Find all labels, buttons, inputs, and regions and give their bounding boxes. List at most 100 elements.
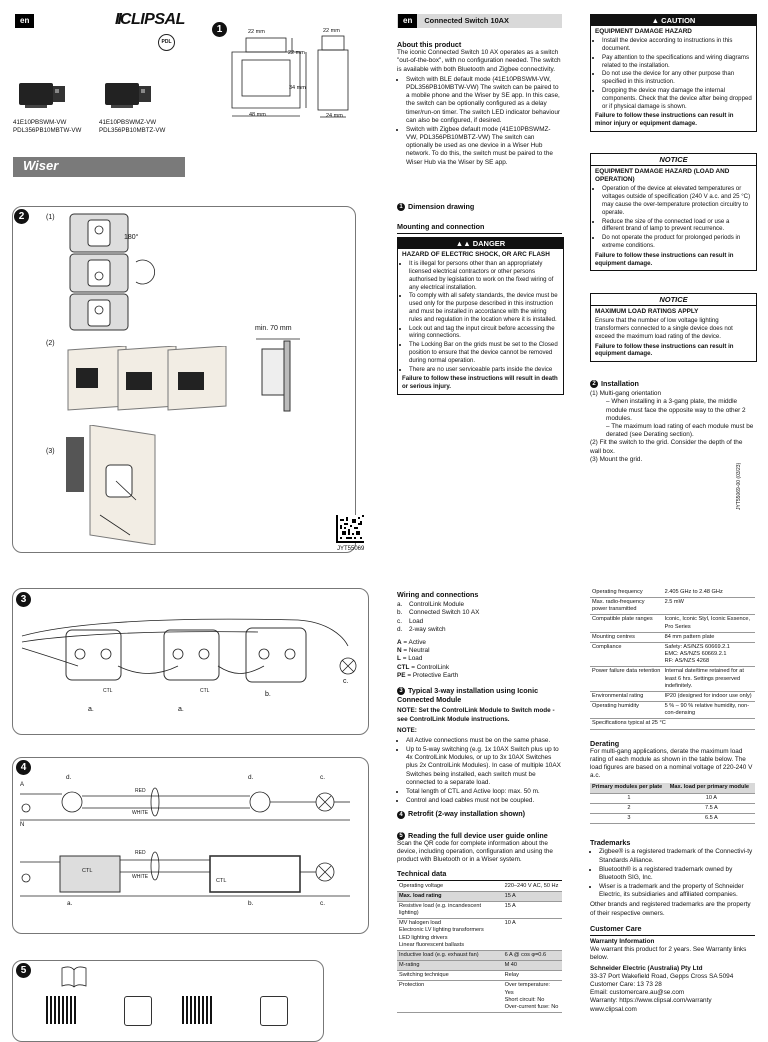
figure-1-number: 1: [212, 22, 227, 37]
rotation-label: 180°: [124, 234, 139, 241]
model-codes-zigbee: 41E10PBSWMZ-VW PDL356PB10MBTZ-VW: [99, 119, 166, 135]
fig4-red-bottom: RED: [135, 850, 146, 856]
caution-item: Do not use the device for any other purp…: [602, 70, 752, 86]
note-item: Control and load cables must not be coup…: [406, 797, 562, 805]
wiring-item: b.Connected Switch 10 AX: [397, 609, 480, 617]
min-depth-label: min. 70 mm: [255, 325, 292, 332]
notice-box-ratings: NOTICE MAXIMUM LOAD RATINGS APPLY Ensure…: [590, 293, 757, 363]
guide-text: Scan the QR code for complete informatio…: [397, 839, 553, 864]
phone-icon-2: [260, 996, 288, 1026]
fig4-d-top-right: d.: [248, 774, 254, 781]
fig4-ctl-1: CTL: [82, 868, 93, 874]
customer-care-email[interactable]: Email: customercare.au@se.com: [590, 989, 685, 997]
dim-height-body: 34 mm: [289, 85, 306, 91]
caution-item: Install the device according to instruct…: [602, 37, 752, 53]
wiring-item: d.2-way switch: [397, 625, 446, 633]
typical-note: NOTE: Set the ControlLink Module to Swit…: [397, 707, 555, 723]
about-item-ble: Switch with BLE default mode (41E10PBSWM…: [406, 76, 562, 125]
fit-switch-drawing: [66, 345, 236, 412]
wall-box-depth-drawing: [250, 335, 320, 413]
fig4-c-top: c.: [320, 774, 325, 781]
danger-box: ▲▲ DANGER HAZARD OF ELECTRIC SHOCK, OR A…: [397, 237, 564, 395]
notice-failure-1: Failure to follow these instructions can…: [595, 251, 734, 267]
figure-4-panel: [12, 757, 369, 934]
company-name: Schneider Electric (Australia) Pty Ltd: [590, 964, 703, 972]
table-row: Specifications typical at 25 °C: [590, 718, 755, 730]
figure-5-number: 5: [16, 963, 31, 978]
caution-failure: Failure to follow these instructions can…: [595, 112, 734, 128]
brand-name: CLIPSAL: [119, 11, 185, 28]
notice-failure-2: Failure to follow these instructions can…: [595, 342, 734, 358]
fig4-b: b.: [248, 900, 254, 907]
danger-failure: Failure to follow these instructions wil…: [402, 375, 558, 391]
legend-item: PE = Protective Earth: [397, 671, 459, 679]
fig3-label-a2: a.: [178, 706, 184, 713]
model-codes-ble: 41E10PBSWM-VW PDL356PB10MBTW-VW: [13, 119, 82, 135]
fig3-label-b: b.: [265, 691, 271, 698]
about-item-zigbee: Switch with Zigbee default mode (41E10PB…: [406, 126, 562, 167]
clipsal-logo: IICLIPSAL: [115, 11, 185, 28]
warranty-heading: Warranty Information: [590, 938, 655, 946]
fig4-c-bottom: c.: [320, 900, 325, 907]
qr-code-zigbee: [182, 996, 212, 1024]
notice-item: Reduce the size of the connected load or…: [602, 218, 752, 234]
section-1-number: 1: [397, 203, 405, 212]
section-4-number: 4: [397, 810, 405, 819]
fig4-red-top: RED: [135, 788, 146, 794]
trademarks-text: Other brands and registered trademarks a…: [590, 901, 751, 917]
wiring-item: a.ControlLink Module: [397, 601, 465, 609]
product-image-ble: [17, 78, 67, 110]
title-lang: en: [398, 14, 418, 28]
fig2-sub-2: (2): [46, 340, 55, 347]
install-step-1a: – When installing in a 3-gang plate, the…: [606, 398, 746, 422]
fig4-a: a.: [67, 900, 73, 907]
derating-text: For multi-gang applications, derate the …: [590, 747, 753, 780]
fig3-label-a1: a.: [88, 706, 94, 713]
website-link[interactable]: www.clipsal.com: [590, 1005, 637, 1013]
table-row: MV halogen load Electronic LV lighting t…: [397, 918, 562, 951]
legend-item: A = Active: [397, 638, 426, 646]
danger-item: It is illegal for persons other than an …: [409, 260, 559, 291]
warranty-link[interactable]: Warranty: https://www.clipsal.com/warran…: [590, 997, 712, 1005]
dimension-drawing: 22 mm 22 mm 22 mm 34 mm 48 mm 24 mm: [228, 28, 358, 124]
danger-title: HAZARD OF ELECTRIC SHOCK, OR ARC FLASH: [402, 251, 550, 258]
dim-depth: 24 mm: [326, 113, 343, 119]
table-row: Inductive load (e.g. exhaust fan)6 A @ c…: [397, 950, 562, 962]
notice-item: Do not operate the product for prolonged…: [602, 234, 752, 250]
note-item: All Active connections must be on the sa…: [406, 737, 562, 745]
fig4-white-bottom: WHITE: [132, 874, 149, 880]
wiser-banner: Wiser: [13, 157, 185, 177]
company-address: 33-37 Port Wakefield Road, Gepps Cross S…: [590, 972, 734, 980]
install-step-2: (2) Fit the switch to the grid. Consider…: [590, 439, 743, 455]
book-icon: [60, 965, 88, 989]
fig3-ctl-2: CTL: [200, 688, 210, 694]
notice-title-1: EQUIPMENT DAMAGE HAZARD (LOAD AND OPERAT…: [595, 168, 730, 184]
legend-item: N = Neutral: [397, 647, 430, 655]
mounting-heading: Mounting and connection: [397, 222, 485, 231]
derating-col-load: Max. load per primary module: [667, 783, 755, 794]
notice-text-2: Ensure that the number of low voltage li…: [595, 317, 733, 340]
figure-4-number: 4: [16, 760, 31, 775]
trademark-item: Zigbee® is a registered trademark of the…: [599, 848, 755, 864]
danger-item: Lock out and tag the input circuit befor…: [409, 325, 559, 341]
technical-heading: Technical data: [397, 869, 447, 879]
danger-item: To comply with all safety standards, the…: [409, 292, 559, 323]
wiring-item: c.Load: [397, 617, 424, 625]
caution-head: CAUTION: [661, 16, 696, 25]
warranty-text: We warrant this product for 2 years. See…: [590, 946, 747, 962]
retrofit-wiring-diagram: d. d. c. RED WHITE RED WHITE a. b. c. CT…: [20, 774, 365, 929]
derating-col-modules: Primary modules per plate: [590, 783, 668, 794]
figure-2-number: 2: [14, 209, 29, 224]
legend-item: L = Load: [397, 655, 423, 663]
typical-install-heading: Typical 3-way installation using Iconic …: [397, 685, 539, 705]
danger-item: The Locking Bar on the grids must be set…: [409, 341, 559, 364]
product-title: Connected Switch 10AX: [424, 16, 509, 26]
